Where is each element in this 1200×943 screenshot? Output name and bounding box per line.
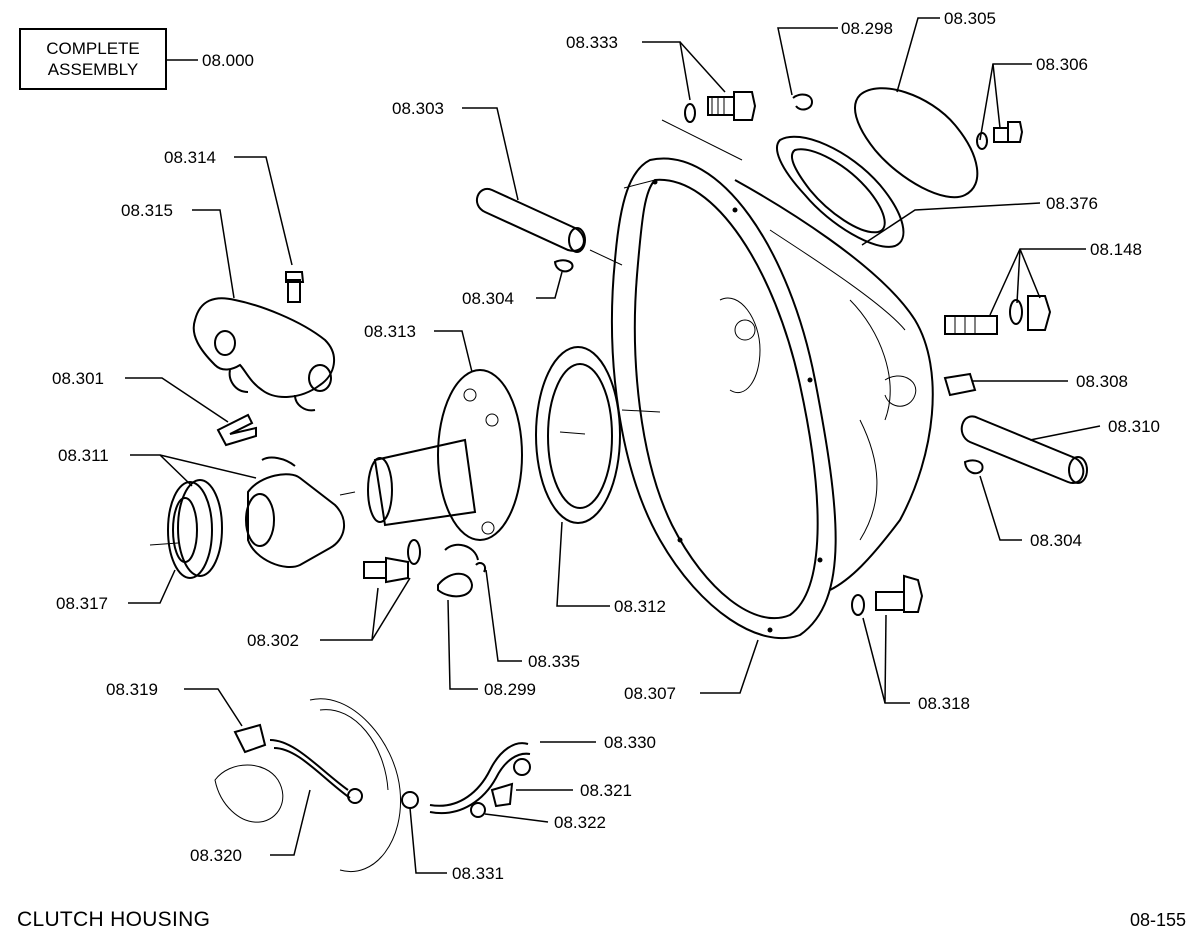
- guide-tube-shape: [367, 369, 523, 541]
- small-parts: [363, 539, 486, 598]
- part-label-08335: 08.335: [528, 652, 580, 671]
- part-label-08331: 08.331: [452, 864, 504, 883]
- part-label-08313: 08.313: [364, 322, 416, 341]
- diagram-title: CLUTCH HOUSING: [17, 908, 211, 931]
- bolts-right: [851, 295, 1052, 616]
- part-label-08306: 08.306: [1036, 55, 1088, 74]
- hydraulic-line-shape: [214, 698, 531, 872]
- part-label-08315: 08.315: [121, 201, 173, 220]
- part-label-08299: 08.299: [484, 680, 536, 699]
- part-label-08320: 08.320: [190, 846, 242, 865]
- part-label-08321: 08.321: [580, 781, 632, 800]
- part-label-08298: 08.298: [841, 19, 893, 38]
- part-label-08308: 08.308: [1076, 372, 1128, 391]
- part-label-08304-right: 08.304: [1030, 531, 1082, 550]
- clip-shape: [216, 413, 257, 447]
- gasket-shape: [535, 346, 621, 524]
- part-label-08301: 08.301: [52, 369, 104, 388]
- part-label-08318: 08.318: [918, 694, 970, 713]
- assembly-line-1: COMPLETE: [46, 39, 140, 58]
- bolts-top: [661, 91, 1024, 161]
- part-label-08317: 08.317: [56, 594, 108, 613]
- part-label-08148: 08.148: [1090, 240, 1142, 259]
- part-label-08376: 08.376: [1046, 194, 1098, 213]
- release-fork-shape: [192, 271, 335, 412]
- pins: [475, 187, 1088, 485]
- clutch-housing-shape: [611, 157, 934, 640]
- part-label-08307: 08.307: [624, 684, 676, 703]
- part-label-08312: 08.312: [614, 597, 666, 616]
- page-number: 08-155: [1129, 910, 1186, 930]
- part-label-08314: 08.314: [164, 148, 216, 167]
- leader-lines: [125, 17, 1101, 874]
- part-label-08305: 08.305: [944, 9, 996, 28]
- part-label-08304-top: 08.304: [462, 289, 514, 308]
- part-label-08322: 08.322: [554, 813, 606, 832]
- part-label-08319: 08.319: [106, 680, 158, 699]
- assembly-number: 08.000: [202, 51, 254, 70]
- release-bearing-shape: [149, 456, 356, 579]
- part-label-08302: 08.302: [247, 631, 299, 650]
- part-label-08310: 08.310: [1108, 417, 1160, 436]
- assembly-line-2: ASSEMBLY: [47, 60, 139, 79]
- part-label-08303: 08.303: [392, 99, 444, 118]
- complete-assembly-box: COMPLETE ASSEMBLY: [19, 28, 167, 90]
- part-label-08330: 08.330: [604, 733, 656, 752]
- part-label-08311: 08.311: [58, 446, 109, 465]
- cover-plate-shape: [776, 87, 979, 248]
- part-label-08333: 08.333: [566, 33, 618, 52]
